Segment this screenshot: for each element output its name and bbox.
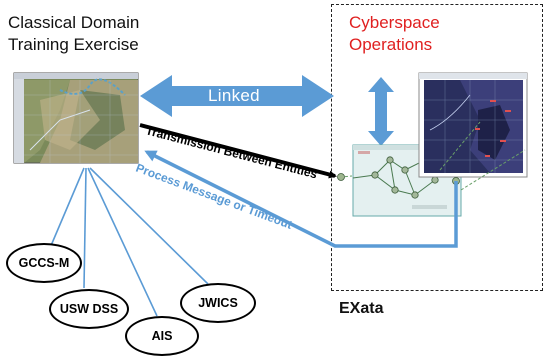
exata-label: EXata <box>339 300 384 317</box>
system-connector-lines <box>49 167 209 317</box>
transmission-arrow <box>139 123 337 179</box>
cyberspace-title-line1: Cyberspace <box>349 13 440 32</box>
ais-oval: AIS <box>125 316 199 356</box>
cyber-ops-map-screenshot <box>418 72 528 178</box>
usw-dss-oval: USW DSS <box>49 289 129 329</box>
training-map-screenshot <box>13 72 139 164</box>
vertical-double-arrow <box>368 77 394 146</box>
cyberspace-operations-title: Cyberspace Operations <box>349 12 440 56</box>
classical-domain-title: Classical Domain Training Exercise <box>8 12 139 56</box>
cyberspace-title-line2: Operations <box>349 35 433 54</box>
linked-double-arrow <box>140 75 334 117</box>
exata-boundary-box <box>331 4 543 291</box>
linked-label: Linked <box>208 86 260 105</box>
classical-domain-title-line2: Training Exercise <box>8 35 139 54</box>
entity-node-a <box>337 173 345 181</box>
process-message-arrow <box>144 150 458 248</box>
classical-domain-title-line1: Classical Domain <box>8 13 140 32</box>
process-message-label: Process Message or Timeout <box>134 161 294 232</box>
jwics-oval: JWICS <box>180 283 256 323</box>
gccs-m-oval: GCCS-M <box>6 243 82 283</box>
